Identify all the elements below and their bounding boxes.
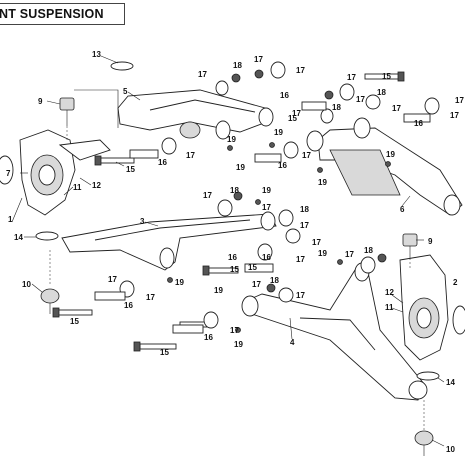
callout-15: 15 — [288, 114, 297, 123]
snap-ring-right — [416, 371, 440, 381]
callout-12-right: 12 — [385, 288, 394, 297]
callout-17: 17 — [312, 238, 321, 247]
callout-17: 17 — [254, 55, 263, 64]
callout-17: 17 — [356, 95, 365, 104]
lower-arm-right — [241, 262, 428, 401]
nuts — [231, 69, 387, 293]
callout-10-left: 10 — [22, 280, 31, 289]
callout-14-right: 14 — [446, 378, 455, 387]
callout-19: 19 — [274, 128, 283, 137]
callout-17: 17 — [252, 280, 261, 289]
callout-18: 18 — [300, 205, 309, 214]
callout-16: 16 — [280, 91, 289, 100]
callout-19: 19 — [227, 135, 236, 144]
callout-17: 17 — [198, 70, 207, 79]
bushings — [94, 61, 440, 334]
callout-15-a: 15 — [126, 165, 135, 174]
ball-joint-lower-right — [414, 430, 434, 456]
callout-3: 3 — [140, 217, 145, 226]
callout-15: 15 — [248, 263, 257, 272]
bolts — [52, 71, 405, 352]
callout-17: 17 — [146, 293, 155, 302]
leader-lines — [11, 55, 445, 447]
callout-17: 17 — [296, 66, 305, 75]
callout-19: 19 — [262, 186, 271, 195]
callout-17: 17 — [450, 111, 459, 120]
callout-14: 14 — [14, 233, 23, 242]
callout-12-left: 12 — [92, 181, 101, 190]
callout-15: 15 — [230, 265, 239, 274]
diagram-title: NT SUSPENSION — [0, 7, 104, 21]
callout-18: 18 — [364, 246, 373, 255]
callout-19: 19 — [318, 178, 327, 187]
callout-17: 17 — [296, 291, 305, 300]
callout-6: 6 — [400, 205, 405, 214]
ball-joint-upper-right — [402, 233, 418, 258]
callout-19: 19 — [175, 278, 184, 287]
callout-7: 7 — [6, 169, 11, 178]
callout-17: 17 — [347, 73, 356, 82]
callout-19: 19 — [236, 163, 245, 172]
callout-17: 17 — [392, 104, 401, 113]
callout-18: 18 — [270, 276, 279, 285]
callout-16: 16 — [278, 161, 287, 170]
callout-16: 16 — [204, 333, 213, 342]
upper-arm-left — [117, 89, 274, 140]
callout-15: 15 — [382, 72, 391, 81]
callout-17: 17 — [292, 109, 301, 118]
callout-2: 2 — [453, 278, 458, 287]
callout-9-right: 9 — [428, 237, 433, 246]
callout-11-left: 11 — [73, 183, 82, 192]
upper-arm-right — [306, 117, 463, 216]
callout-15: 15 — [160, 348, 169, 357]
callout-11-right: 11 — [385, 303, 394, 312]
callout-19: 19 — [386, 150, 395, 159]
lower-arm-left — [61, 211, 277, 271]
callout-17: 17 — [203, 191, 212, 200]
callout-18: 18 — [233, 61, 242, 70]
callout-labels: 13 9 5 1 7 14 10 11 12 15 3 4 6 9 2 10 1… — [6, 50, 464, 454]
ball-joint-lower-left — [40, 288, 60, 314]
callout-16: 16 — [262, 253, 271, 262]
callout-18: 18 — [332, 103, 341, 112]
callout-19: 19 — [214, 286, 223, 295]
callout-17: 17 — [345, 250, 354, 259]
callout-10-right: 10 — [446, 445, 455, 454]
callout-1: 1 — [8, 215, 13, 224]
callout-17: 17 — [186, 151, 195, 160]
cotter-pins — [167, 142, 391, 333]
callout-5: 5 — [123, 87, 128, 96]
ball-joint-upper-left — [59, 97, 75, 126]
callout-17: 17 — [300, 221, 309, 230]
diagram-title-box: NT SUSPENSION — [0, 3, 125, 25]
callout-16: 16 — [228, 253, 237, 262]
callout-17: 17 — [230, 326, 239, 335]
callout-9-left: 9 — [38, 97, 43, 106]
snap-ring-upper — [110, 61, 134, 71]
knuckle-left — [0, 129, 111, 216]
callout-4: 4 — [290, 338, 295, 347]
callout-15: 15 — [70, 317, 79, 326]
knuckle-right — [399, 254, 465, 361]
callout-17: 17 — [262, 203, 271, 212]
callout-18: 18 — [230, 186, 239, 195]
callout-16: 16 — [124, 301, 133, 310]
callout-16: 16 — [414, 119, 423, 128]
callout-16: 16 — [158, 158, 167, 167]
callout-13: 13 — [92, 50, 101, 59]
callout-17: 17 — [302, 151, 311, 160]
snap-ring-left — [35, 231, 59, 241]
callout-17: 17 — [108, 275, 117, 284]
callout-17: 17 — [455, 96, 464, 105]
callout-18: 18 — [377, 88, 386, 97]
callout-19: 19 — [234, 340, 243, 349]
callout-17: 17 — [296, 255, 305, 264]
callout-19: 19 — [318, 249, 327, 258]
